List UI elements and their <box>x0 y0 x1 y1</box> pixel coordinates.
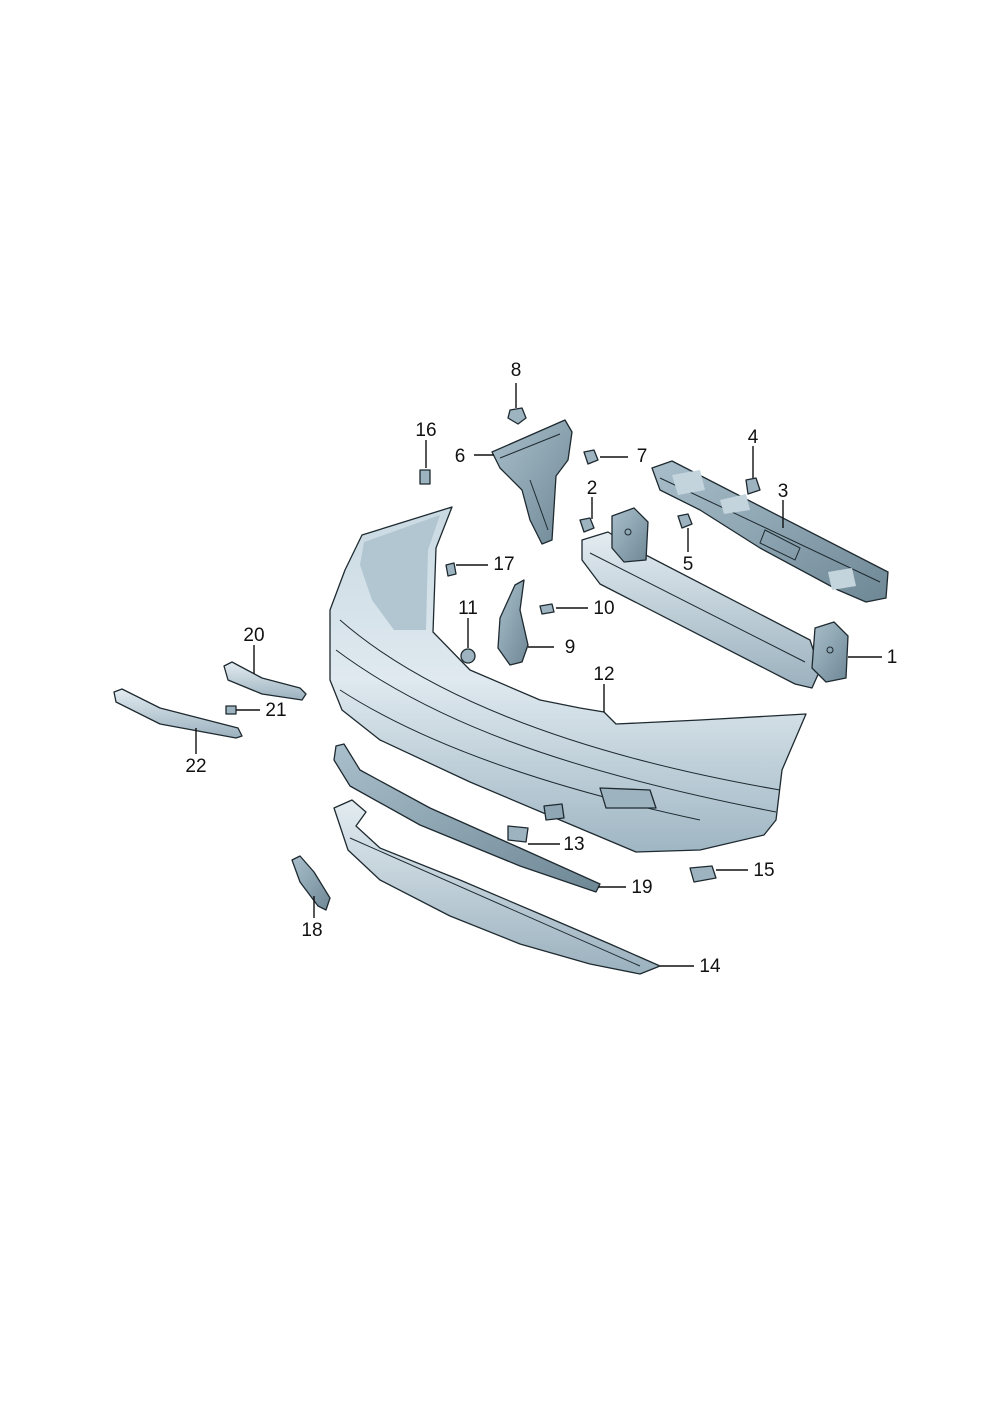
callout-7: 7 <box>637 446 648 467</box>
callout-17: 17 <box>493 554 514 575</box>
fasteners <box>225 407 761 883</box>
callout-5: 5 <box>683 554 694 575</box>
part-trim-moulding-upper <box>223 661 307 701</box>
callout-19: 19 <box>631 877 652 898</box>
callout-11: 11 <box>458 598 478 619</box>
callout-15: 15 <box>753 860 774 881</box>
part-trim-strip <box>333 743 601 893</box>
callout-1: 1 <box>887 647 898 668</box>
callout-labels: 8 6 7 16 2 4 3 5 17 10 11 9 1 12 13 15 1… <box>185 360 897 977</box>
callout-3: 3 <box>778 481 789 502</box>
callout-21: 21 <box>265 700 286 721</box>
callout-18: 18 <box>301 920 322 941</box>
part-energy-absorber <box>651 460 889 603</box>
callout-22: 22 <box>185 756 206 777</box>
part-bumper-reinforcement <box>581 507 849 689</box>
callout-16: 16 <box>415 420 436 441</box>
part-bracket-left <box>491 419 573 545</box>
callout-13: 13 <box>563 834 584 855</box>
callout-14: 14 <box>699 956 721 977</box>
callout-10: 10 <box>593 598 614 619</box>
part-side-guide <box>497 579 529 666</box>
callout-12: 12 <box>593 664 614 685</box>
part-corner-trim <box>291 855 331 911</box>
callout-9: 9 <box>565 637 576 658</box>
callout-4: 4 <box>748 427 759 448</box>
callout-2: 2 <box>587 478 598 499</box>
callout-20: 20 <box>243 625 264 646</box>
part-bumper-cover <box>329 506 807 853</box>
callout-8: 8 <box>511 360 522 381</box>
leader-lines <box>195 383 882 967</box>
part-lower-diffuser <box>333 799 661 975</box>
callout-6: 6 <box>455 446 466 467</box>
part-trim-moulding-lower <box>113 688 243 739</box>
